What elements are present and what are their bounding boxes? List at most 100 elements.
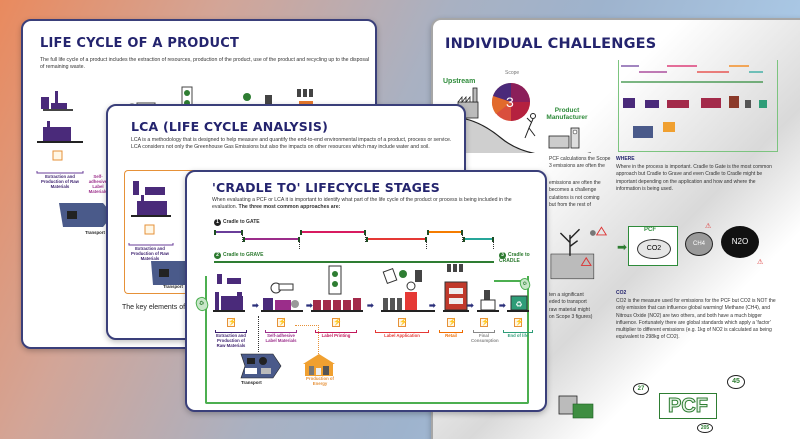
text-line: emissions are often the (549, 180, 601, 186)
stage-label: Self-adhesive Label Materials (265, 333, 297, 343)
approach-label: Cradle to GRAVE (223, 252, 264, 258)
co2-heading: CO2 (616, 290, 627, 296)
label-printing-icon (311, 265, 363, 312)
text-line: becomes a challenge (549, 187, 597, 194)
stage-label: Label Printing (321, 333, 351, 338)
stage-label-self-adhesive: Self-adhesive Label Materials (88, 174, 108, 194)
stage-label: Extraction and Production of Raw Materia… (216, 333, 246, 348)
arrow-right-icon: ➡ (617, 240, 628, 254)
arrow-right-icon: ➡ (306, 301, 313, 310)
text-line: but from the rest of (549, 201, 591, 208)
where-heading: WHERE (616, 156, 635, 162)
extraction-icon (213, 274, 245, 312)
upstream-label: Upstream (443, 78, 476, 85)
hill-icon (440, 83, 592, 157)
cradle-loop-line (205, 276, 529, 404)
gas-emissions-illustration: PCF CO2 ➡ CH4 N2O ⚠ ⚠ (617, 220, 783, 280)
value-bubble-bottom: 205 (697, 423, 713, 433)
gate-timeline-segment (243, 238, 300, 240)
timeline-tick (298, 236, 300, 242)
n2o-cloud: N2O (721, 226, 759, 258)
arrow-right-icon: ➡ (499, 301, 506, 310)
pcf-big-label: PCF (659, 393, 717, 419)
dead-tree-icon (550, 226, 608, 280)
transport-label: Transport (85, 230, 105, 235)
text-line: raw material might (549, 306, 590, 313)
arrow-right-icon: ➡ (367, 301, 374, 310)
slide-body: LCA is a methodology that is designed to… (131, 137, 452, 150)
timeline-tick (243, 236, 245, 242)
value-bubble-right: 45 (727, 375, 745, 389)
energy-illustration: Production of Energy (301, 354, 337, 390)
timeline-divider (365, 234, 366, 242)
scope-number: 3 (506, 94, 514, 110)
gate-timeline-segment (214, 231, 243, 233)
gate-timeline-segment (427, 231, 463, 233)
stage-bracket (473, 330, 495, 333)
co2-text: CO2 is the measure used for emissions fo… (616, 298, 776, 341)
warning-icon: ⚠ (757, 259, 764, 266)
manufacturer-label: Product Manufacturer (546, 107, 588, 121)
timeline-divider (462, 234, 463, 242)
money-printer-icon (558, 395, 594, 419)
transport-illustration: Transport (235, 352, 283, 392)
mini-lifecycle-diagram-icon (621, 65, 767, 138)
retail-icon (443, 264, 469, 312)
svg-text:♻: ♻ (515, 300, 522, 309)
stage-label: Retail (445, 333, 457, 338)
stage-label: Label Application (384, 333, 420, 338)
timeline-divider (426, 241, 427, 249)
energy-bolt-icon: ⚡ (447, 318, 457, 327)
ch4-cloud: CH4 (685, 232, 713, 256)
timeline-tick (366, 236, 368, 242)
timeline-divider (493, 241, 494, 249)
slide-title: 'CRADLE TO' LIFECYCLE STAGES (212, 180, 440, 195)
text-line: eded to transport (549, 299, 587, 306)
transport-icon (240, 353, 282, 379)
end-of-life-icon: ♻ (507, 295, 529, 312)
money-printer-illustration (557, 392, 597, 422)
approach-number: 2 (214, 252, 221, 259)
stage-icons-row: ♻ (213, 264, 529, 312)
transport-label: Transport (241, 380, 262, 385)
timeline-tick (364, 229, 366, 235)
energy-bolt-icon: ⚡ (332, 318, 342, 327)
energy-bolt-icon: ⚡ (277, 318, 287, 327)
arrow-right-icon: ➡ (429, 301, 436, 310)
scope3-fragment: PCF calculations the Scope 3 emissions a… (549, 156, 611, 170)
arrow-right-icon: ➡ (467, 301, 474, 310)
timeline-tick (463, 236, 465, 242)
cradle-loop-top (494, 280, 529, 282)
slide-title: LCA (LIFE CYCLE ANALYSIS) (131, 119, 328, 134)
stage-label: End of life (507, 333, 529, 338)
energy-bolt-icon: ⚡ (227, 318, 237, 327)
energy-bolt-icon: ⚡ (514, 318, 524, 327)
stage-label-extraction: Extraction and Production of Raw Materia… (41, 174, 79, 189)
slide-body: When evaluating a PCF or LCA it is impor… (212, 197, 534, 211)
energy-house-icon (303, 354, 335, 376)
pcf-measuring-illustration: 27 45 PCF 205 (631, 375, 751, 439)
final-consumption-icon (477, 290, 499, 312)
approach-label: Cradle to GATE (223, 219, 260, 225)
pcf-box-label: PCF (644, 227, 656, 233)
gate-timeline-segment (463, 238, 494, 240)
mini-cradle-diagram (618, 60, 778, 152)
slide-cradle-to-lifecycle-stages[interactable]: 'CRADLE TO' LIFECYCLE STAGES When evalua… (185, 170, 547, 412)
raw-material-text-block: ten a significant eded to transport raw … (549, 292, 611, 321)
gate-timeline-segment (300, 231, 366, 233)
timeline-divider (242, 234, 243, 242)
stage-bracket (375, 330, 429, 333)
transport-label: Transport (163, 284, 183, 289)
stage-bracket (315, 330, 357, 333)
label-application-icon (381, 268, 435, 312)
timeline-tick (214, 229, 216, 235)
slide-title: INDIVIDUAL CHALLENGES (445, 36, 657, 52)
energy-bolt-icon: ⚡ (398, 318, 408, 327)
dead-tree-illustration (549, 224, 611, 284)
text-line: on Scope 3 figures) (549, 313, 593, 320)
slide-title: LIFE CYCLE OF A PRODUCT (40, 36, 240, 51)
stage-label-extraction: Extraction and Production of Raw Materia… (131, 246, 169, 261)
lifecycle-extraction-illustration (36, 121, 113, 227)
